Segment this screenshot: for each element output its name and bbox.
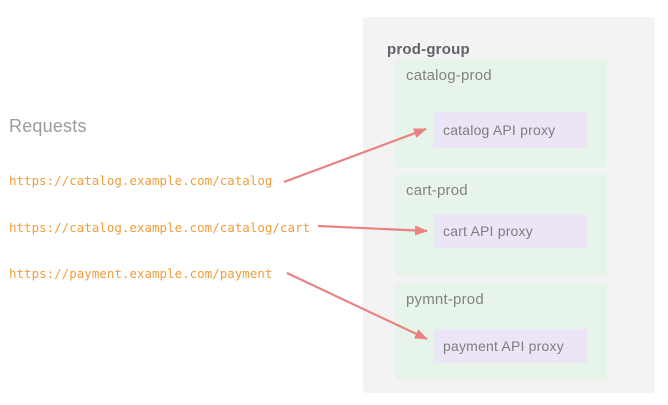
environment-name-label: pymnt-prod — [406, 291, 484, 308]
environment-box-cart-prod: cart-prod cart API proxy — [395, 174, 607, 276]
environment-name-label: cart-prod — [406, 182, 468, 199]
proxy-box-cart: cart API proxy — [433, 214, 587, 248]
proxy-box-payment: payment API proxy — [433, 329, 587, 363]
request-url-catalog-cart: https://catalog.example.com/catalog/cart — [9, 220, 311, 235]
requests-heading: Requests — [9, 116, 87, 136]
environment-box-catalog-prod: catalog-prod catalog API proxy — [395, 59, 607, 168]
request-url-catalog: https://catalog.example.com/catalog — [9, 173, 273, 188]
proxy-label: catalog API proxy — [443, 122, 556, 138]
proxy-box-catalog: catalog API proxy — [433, 112, 587, 148]
prod-group-title: prod-group — [387, 41, 470, 58]
proxy-label: cart API proxy — [443, 223, 533, 239]
environment-name-label: catalog-prod — [406, 67, 492, 84]
request-url-payment: https://payment.example.com/payment — [9, 266, 273, 281]
proxy-label: payment API proxy — [443, 338, 564, 354]
environment-box-pymnt-prod: pymnt-prod payment API proxy — [395, 283, 607, 380]
prod-group-box: prod-group catalog-prod catalog API prox… — [363, 17, 655, 393]
